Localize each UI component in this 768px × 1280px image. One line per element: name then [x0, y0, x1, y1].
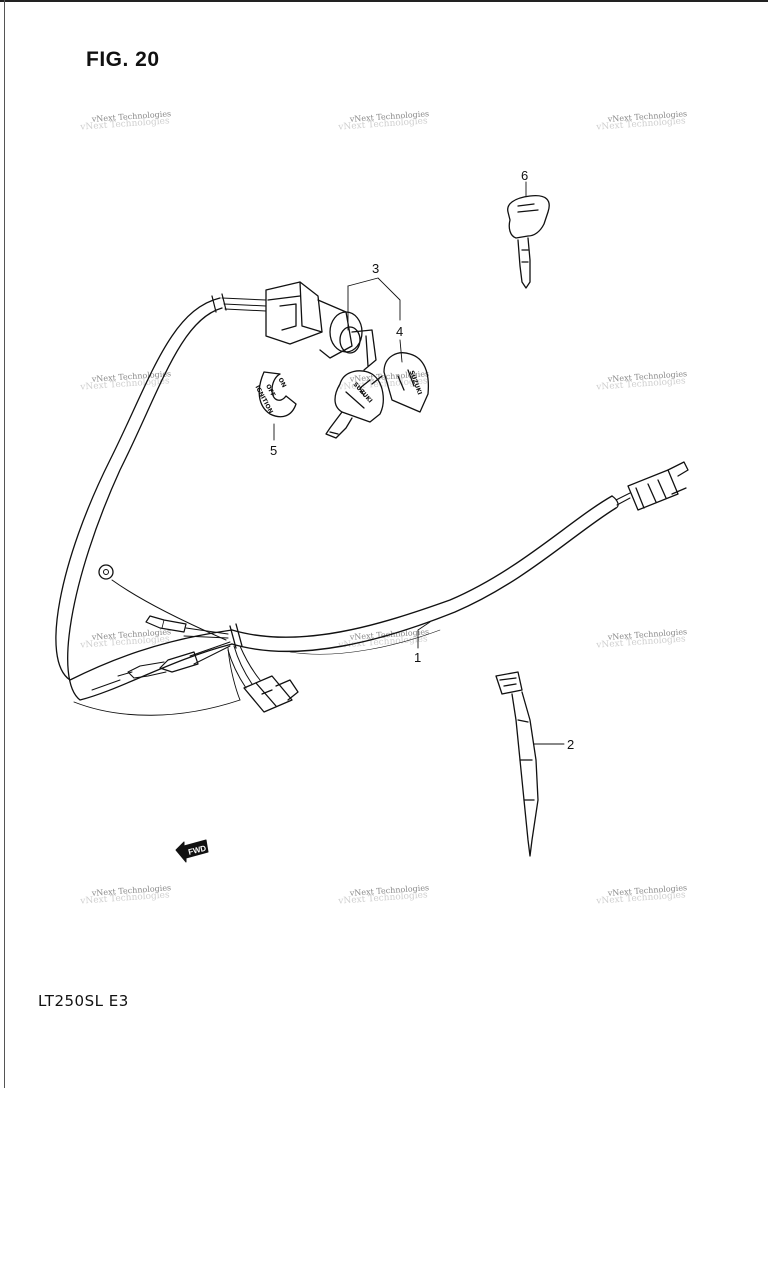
ignition-plate: [258, 371, 297, 418]
spare-key: [507, 194, 550, 289]
top-border: [0, 0, 768, 2]
callout-3: 3: [372, 261, 379, 276]
left-border: [4, 0, 5, 1088]
key-head-stamp: SUZUKI: [351, 381, 373, 404]
figure-title: FIG. 20: [86, 48, 160, 71]
key-fob: [359, 352, 430, 413]
fwd-label: FWD: [187, 844, 207, 857]
fwd-arrow: [175, 839, 209, 863]
ignition-switch: [265, 281, 377, 371]
callout-5: 5: [270, 443, 277, 458]
callout-4: 4: [396, 324, 403, 339]
callout-2: 2: [567, 737, 574, 752]
wiring-harness: [55, 293, 631, 716]
key-fob-stamp: SUZUKI: [408, 370, 423, 396]
stamp-on: ON: [276, 377, 287, 389]
harness-coupler-lower: [243, 675, 299, 713]
ignition-key-rubber: [325, 370, 384, 439]
callout-6: 6: [521, 168, 528, 183]
harness-coupler-right: [627, 461, 689, 511]
model-label: LT250SL E3: [38, 992, 129, 1010]
callout-leaders: [273, 181, 565, 745]
cable-tie: [495, 671, 539, 857]
callout-1: 1: [414, 650, 421, 665]
